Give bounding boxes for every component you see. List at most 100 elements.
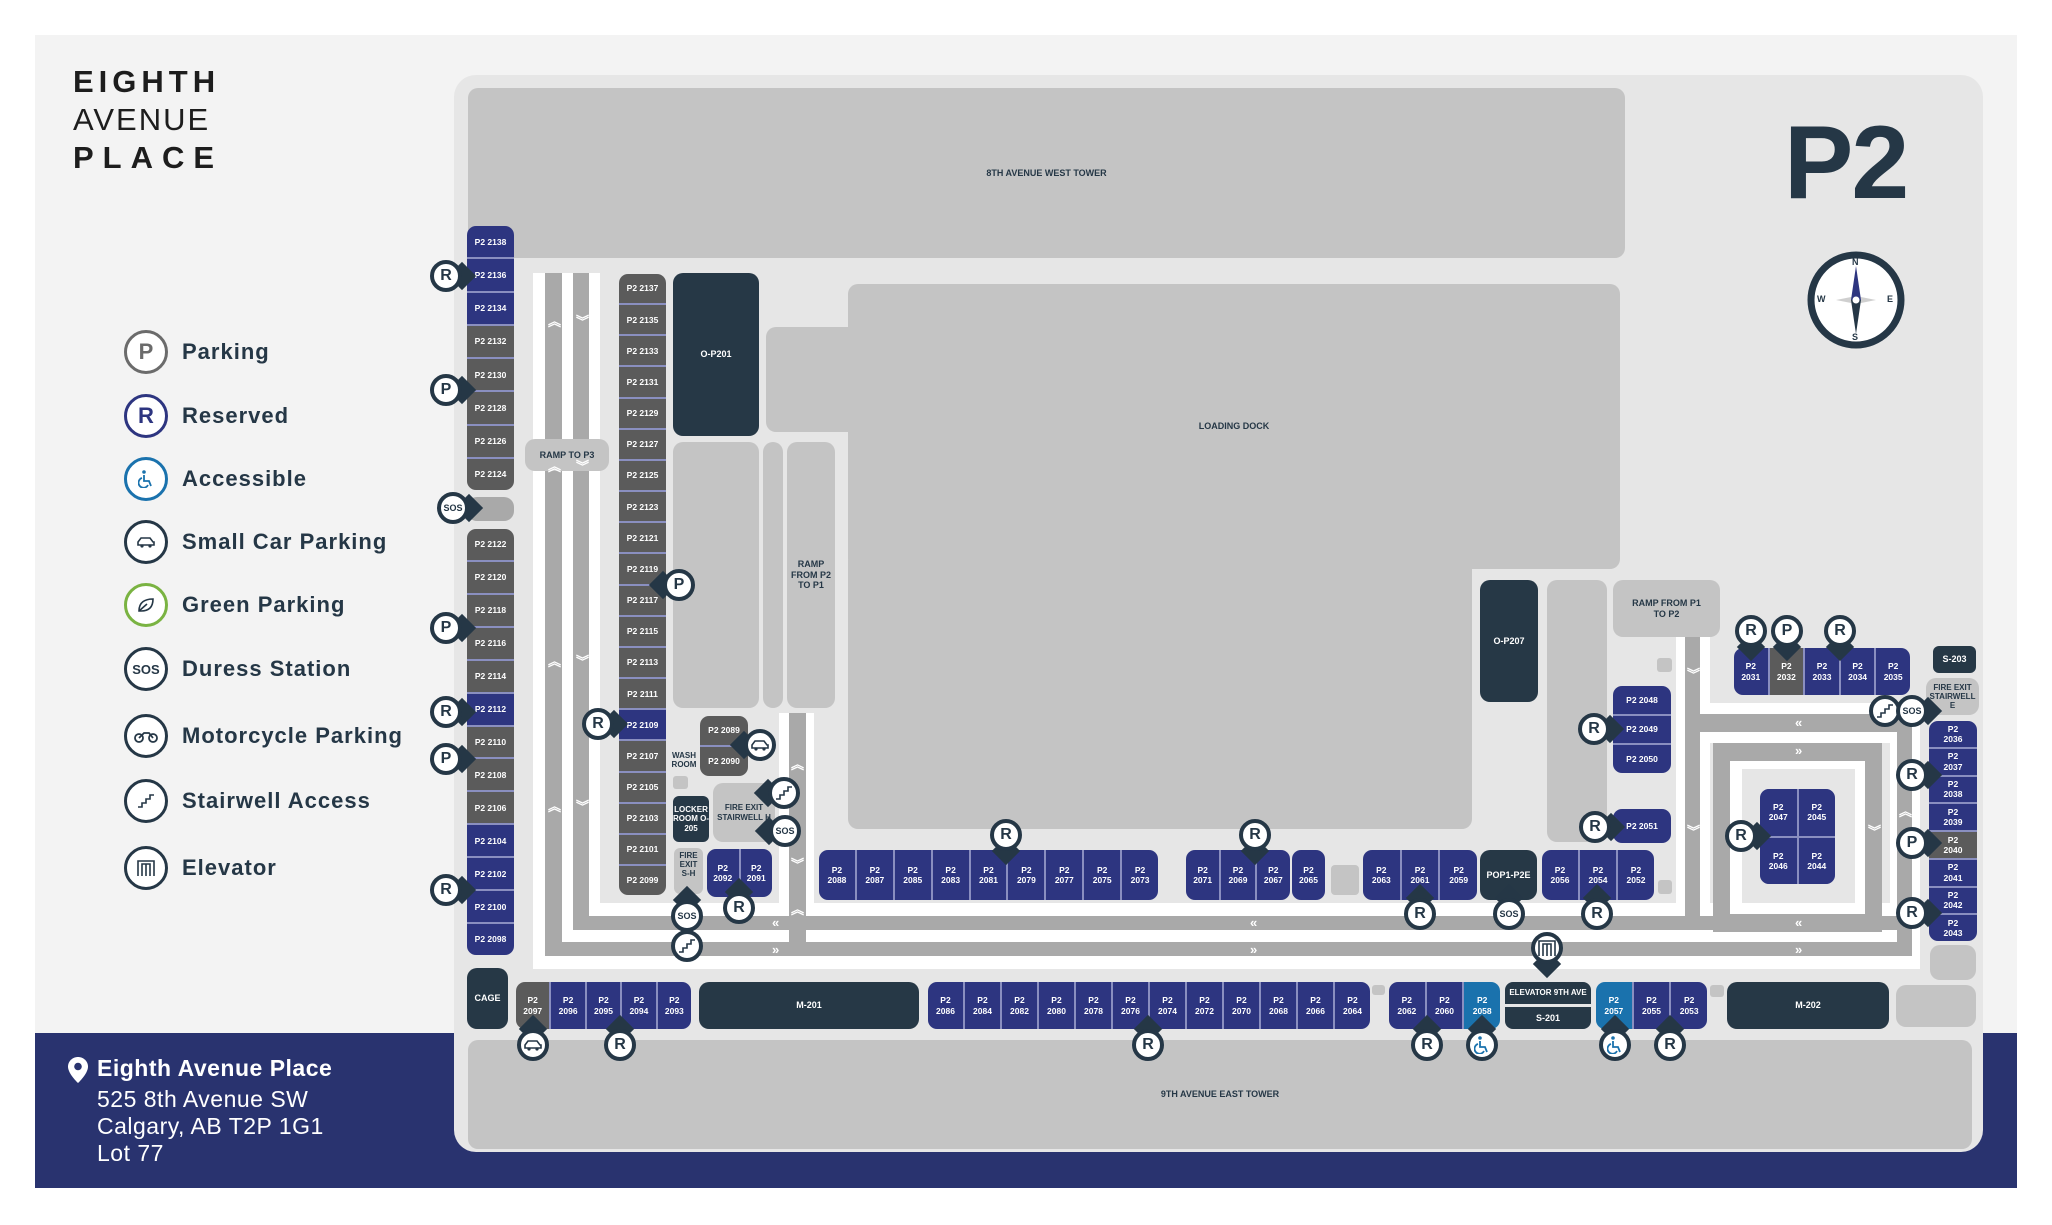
parking-stall[interactable]: P2 2115 (619, 616, 666, 648)
parking-stall[interactable]: P2 2071 (1186, 850, 1222, 900)
parking-stall[interactable]: P2 2092 (707, 849, 741, 897)
parking-stall[interactable]: P2 2043 (1929, 915, 1977, 941)
parking-stall[interactable]: P2 2109 (619, 710, 666, 742)
parking-stall[interactable]: P2 2091 (740, 849, 772, 897)
parking-stall[interactable]: P2 2045 (1798, 789, 1835, 836)
parking-stall[interactable]: P2 2069 (1221, 850, 1257, 900)
parking-stall[interactable]: P2 2099 (619, 865, 666, 895)
parking-stall[interactable]: P2 2130 (467, 359, 514, 393)
parking-stall[interactable]: P2 2063 (1363, 850, 1402, 900)
parking-stall[interactable]: P2 2114 (467, 660, 514, 694)
parking-stall[interactable]: P2 2039 (1929, 804, 1977, 832)
parking-stall[interactable]: P2 2085 (894, 850, 933, 900)
parking-stall[interactable]: P2 2041 (1929, 859, 1977, 888)
parking-stall[interactable]: P2 2038 (1929, 776, 1977, 805)
parking-stall[interactable]: P2 2072 (1187, 982, 1224, 1029)
compass-west: W (1817, 294, 1826, 304)
parking-stall[interactable]: P2 2116 (467, 627, 514, 661)
compass-east: E (1887, 294, 1894, 304)
parking-stall[interactable]: P2 2074 (1150, 982, 1187, 1029)
parking-stall[interactable]: P2 2070 (1224, 982, 1261, 1029)
east-tower-label: 9TH AVENUE EAST TOWER (1160, 1089, 1280, 1100)
parking-stall[interactable]: P2 2132 (467, 325, 514, 359)
parking-stall[interactable]: P2 2103 (619, 803, 666, 835)
parking-stall[interactable]: P2 2121 (619, 523, 666, 555)
parking-stall[interactable]: P2 2049 (1613, 715, 1671, 746)
parking-stall[interactable]: P2 2128 (467, 392, 514, 426)
parking-stall[interactable]: P2 2035 (1876, 648, 1910, 695)
parking-stall[interactable]: P2 2079 (1008, 850, 1047, 900)
parking-stall[interactable]: P2 2100 (467, 891, 514, 925)
parking-stall[interactable]: P2 2083 (932, 850, 971, 900)
parking-stall[interactable]: P2 2131 (619, 367, 666, 399)
parking-stall[interactable]: P2 2036 (1929, 721, 1977, 749)
parking-stall[interactable]: P2 2068 (1261, 982, 1298, 1029)
room-o-p201: O-P201 (673, 273, 759, 436)
parking-stall[interactable]: P2 2042 (1929, 887, 1977, 916)
parking-stall[interactable]: P2 2108 (467, 759, 514, 793)
parking-stall[interactable]: P2 2080 (1039, 982, 1076, 1029)
reserved-icon: R (124, 394, 168, 438)
parking-stall[interactable]: P2 2065 (1292, 850, 1325, 900)
parking-stall[interactable]: P2 2075 (1084, 850, 1123, 900)
parking-stall[interactable]: P2 2044 (1798, 837, 1835, 884)
parking-stall[interactable]: P2 2123 (619, 492, 666, 524)
parking-stall[interactable]: P2 2086 (928, 982, 965, 1029)
stairs-icon (671, 930, 703, 962)
parking-stall[interactable]: P2 2066 (1298, 982, 1335, 1029)
legend-item: Motorcycle Parking (124, 714, 403, 758)
parking-stall[interactable]: P2 2107 (619, 741, 666, 773)
parking-stall[interactable]: P2 2067 (1256, 850, 1290, 900)
parking-stall[interactable]: P2 2059 (1440, 850, 1477, 900)
parking-stall[interactable]: P2 2133 (619, 336, 666, 368)
marker-symbol: SOS (1493, 898, 1525, 930)
parking-stall[interactable]: P2 2077 (1046, 850, 1085, 900)
parking-stall[interactable]: P2 2052 (1618, 850, 1654, 900)
parking-stall[interactable]: P2 2137 (619, 274, 666, 306)
west-tower-label: 8TH AVENUE WEST TOWER (986, 167, 1107, 178)
parking-stall[interactable]: P2 2056 (1542, 850, 1580, 900)
parking-stall[interactable]: P2 2111 (619, 679, 666, 711)
parking-stall[interactable]: P2 2096 (551, 982, 587, 1029)
parking-stall[interactable]: P2 2032 (1769, 648, 1806, 695)
parking-stall[interactable]: P2 2073 (1122, 850, 1158, 900)
parking-stall[interactable]: P2 2135 (619, 305, 666, 337)
parking-stall[interactable]: P2 2034 (1840, 648, 1877, 695)
parking-stall[interactable]: P2 2048 (1613, 686, 1671, 716)
parking-stall[interactable]: P2 2088 (819, 850, 857, 900)
parking-stall[interactable]: P2 2084 (965, 982, 1002, 1029)
parking-stall[interactable]: P2 2094 (622, 982, 658, 1029)
parking-stall[interactable]: P2 2046 (1760, 837, 1797, 884)
logo-line-1: EIGHTH (73, 64, 221, 99)
column-block (673, 776, 688, 789)
parking-stall[interactable]: P2 2050 (1613, 745, 1671, 773)
parking-stall[interactable]: P2 2134 (467, 292, 514, 326)
parking-stall[interactable]: P2 2120 (467, 561, 514, 595)
parking-stall[interactable]: P2 2122 (467, 529, 514, 562)
parking-stall[interactable]: P2 2127 (619, 429, 666, 461)
loading-dock-annex (766, 327, 856, 432)
parking-stall[interactable]: P2 2113 (619, 647, 666, 680)
parking-stall[interactable]: P2 2078 (1076, 982, 1113, 1029)
parking-stall[interactable]: P2 2126 (467, 425, 514, 459)
parking-stall[interactable]: P2 2125 (619, 460, 666, 493)
parking-stall[interactable]: P2 2106 (467, 792, 514, 826)
parking-stall[interactable]: P2 2104 (467, 825, 514, 859)
parking-stall[interactable]: P2 2138 (467, 226, 514, 260)
parking-stall[interactable]: P2 2093 (657, 982, 691, 1029)
parking-stall[interactable]: P2 2102 (467, 858, 514, 892)
parking-stall[interactable]: P2 2047 (1760, 789, 1797, 836)
parking-stall[interactable]: P2 2118 (467, 594, 514, 628)
parking-stall[interactable]: P2 2124 (467, 458, 514, 490)
parking-stall[interactable]: P2 2082 (1002, 982, 1039, 1029)
parking-stall[interactable]: P2 2101 (619, 834, 666, 866)
parking-stall[interactable]: P2 2110 (467, 726, 514, 760)
parking-stall[interactable]: P2 2105 (619, 772, 666, 804)
parking-stall[interactable]: P2 2098 (467, 924, 514, 955)
parking-stall[interactable]: P2 2087 (856, 850, 895, 900)
parking-stall[interactable]: P2 2081 (970, 850, 1009, 900)
parking-stall[interactable]: P2 2064 (1335, 982, 1370, 1029)
parking-stall[interactable]: P2 2129 (619, 398, 666, 430)
